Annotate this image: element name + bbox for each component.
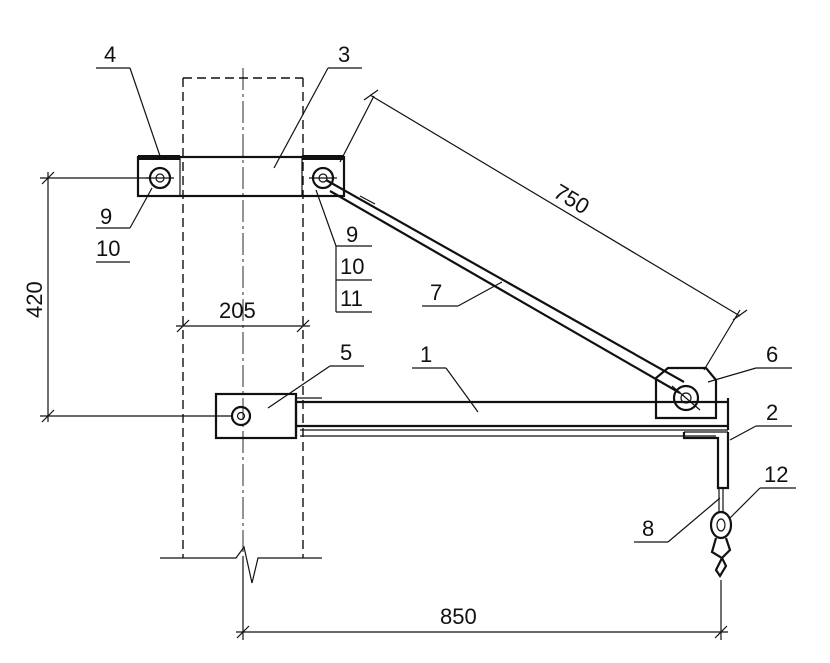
angle-bracket bbox=[682, 431, 730, 490]
dim-post-width: 205 bbox=[219, 298, 256, 323]
dimension-420: 420 bbox=[22, 171, 232, 423]
callout-1: 1 bbox=[420, 342, 432, 367]
callout-3: 3 bbox=[338, 42, 350, 67]
callout-7: 7 bbox=[430, 280, 442, 305]
post-column bbox=[160, 68, 322, 584]
dim-arm-length: 750 bbox=[549, 179, 593, 219]
dim-reach: 850 bbox=[440, 604, 477, 629]
callout-10-right: 10 bbox=[340, 254, 364, 279]
callout-5: 5 bbox=[340, 340, 352, 365]
upper-clamp bbox=[136, 155, 346, 198]
callout-4: 4 bbox=[104, 42, 116, 67]
diagonal-strut bbox=[325, 179, 685, 394]
callout-9-right: 9 bbox=[346, 222, 358, 247]
hook-assembly bbox=[709, 488, 733, 579]
callout-9-left: 9 bbox=[100, 204, 112, 229]
dimension-850: 850 bbox=[236, 556, 728, 640]
callout-2: 2 bbox=[766, 400, 778, 425]
callouts: 4 3 9 10 9 10 11 7 5 1 6 bbox=[96, 42, 796, 543]
dimension-205: 205 bbox=[176, 298, 310, 333]
horizontal-beam bbox=[214, 392, 730, 440]
dim-height: 420 bbox=[22, 281, 47, 318]
callout-10-left: 10 bbox=[96, 236, 120, 261]
callout-8: 8 bbox=[642, 516, 654, 541]
dimension-750: 750 bbox=[339, 89, 748, 371]
callout-11: 11 bbox=[340, 286, 363, 311]
callout-12: 12 bbox=[764, 462, 788, 487]
end-hinge bbox=[654, 366, 718, 420]
callout-6: 6 bbox=[766, 342, 778, 367]
bolt-lower bbox=[230, 405, 252, 427]
